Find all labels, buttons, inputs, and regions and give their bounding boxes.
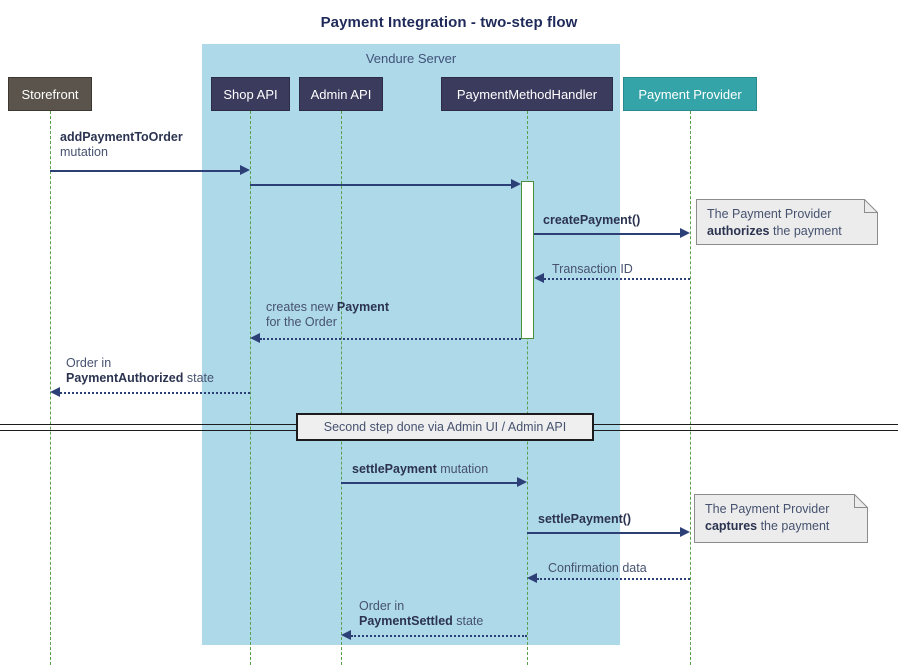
participant-payment-method-handler[interactable]: PaymentMethodHandler [441,77,613,111]
message-arrow-confirmation-data [537,578,690,580]
note-outline-icon [694,494,868,543]
arrow-head-confirmation-data [527,573,537,583]
message-label-create-payment: createPayment() [543,213,640,228]
divider-label-box: Second step done via Admin UI / Admin AP… [296,413,594,441]
message-label-text: Transaction ID [552,262,633,276]
message-label-order-payment-settled: Order in PaymentSettled state [359,599,483,629]
note-line1: The Payment Provider [705,502,830,516]
divider-label: Second step done via Admin UI / Admin AP… [323,420,567,434]
message-label-confirmation-data: Confirmation data [548,561,647,576]
message-label-creates-new-payment: creates new Payment for the Order [266,300,389,330]
message-label-line1: Order in [359,599,405,613]
message-label-bold: PaymentSettled [359,614,453,628]
participant-label-admin-api: Admin API [310,86,372,102]
arrow-head-transaction-id [534,273,544,283]
participant-label-storefront: Storefront [21,86,79,102]
message-arrow-add-payment-to-order [50,170,240,172]
lifeline-payment-method-handler [527,111,528,665]
message-arrow-shop-api-to-handler [250,184,511,186]
message-label-settle-payment-call: settlePayment() [538,512,631,527]
message-label-bold: settlePayment [352,462,437,476]
participant-payment-provider[interactable]: Payment Provider [623,77,757,111]
participant-storefront[interactable]: Storefront [8,77,92,111]
note-captures: The Payment Provider captures the paymen… [694,494,868,543]
lifeline-payment-provider [690,111,691,665]
message-label-post: mutation [436,462,489,476]
message-label-bold: addPaymentToOrder [60,130,183,144]
page-title: Payment Integration - two-step flow [320,14,578,31]
message-label-transaction-id: Transaction ID [552,262,633,277]
message-label-line2: for the Order [266,315,337,329]
note-outline-icon [696,199,878,245]
arrow-head-settle-payment-call [680,527,690,537]
note-post: the payment [769,224,842,238]
message-label-bold: settlePayment() [538,512,632,526]
message-label-order-payment-authorized: Order in PaymentAuthorized state [66,356,214,386]
message-label-line2: mutation [60,145,108,159]
arrow-head-order-payment-settled [341,630,351,640]
group-label-vendure-server: Vendure Server [365,51,457,66]
participant-shop-api[interactable]: Shop API [211,77,290,111]
message-label-post: state [452,614,484,628]
message-label-pre: creates new [266,300,337,314]
activation-bar-payment-method-handler [521,181,534,339]
message-arrow-create-payment [534,233,680,235]
arrow-head-order-payment-authorized [50,387,60,397]
message-label-add-payment-to-order: addPaymentToOrder mutation [60,130,183,160]
message-label-line1: Order in [66,356,112,370]
message-label-bold: createPayment() [543,213,641,227]
message-arrow-order-payment-settled [351,635,527,637]
arrow-head-create-payment [680,228,690,238]
message-label-post: state [183,371,214,385]
participant-label-payment-method-handler: PaymentMethodHandler [456,86,598,102]
arrow-head-creates-new-payment [250,333,260,343]
note-post: the payment [757,519,830,533]
arrow-head-settle-payment-mutation [517,477,527,487]
message-label-bold: Payment [336,300,389,314]
message-label-settle-payment-mutation: settlePayment mutation [352,462,488,477]
participant-label-payment-provider: Payment Provider [638,86,742,102]
message-label-text: Confirmation data [548,561,647,575]
participant-label-shop-api: Shop API [223,86,278,102]
note-bold: authorizes [707,224,770,238]
group-box-vendure-server [202,44,620,645]
lifeline-admin-api [341,111,342,665]
arrow-head-add-payment-to-order [240,165,250,175]
participant-admin-api[interactable]: Admin API [299,77,383,111]
message-arrow-settle-payment-call [527,532,680,534]
note-line1: The Payment Provider [707,207,832,221]
message-label-bold: PaymentAuthorized [66,371,184,385]
message-arrow-creates-new-payment [260,338,521,340]
note-authorizes: The Payment Provider authorizes the paym… [696,199,878,245]
message-arrow-transaction-id [544,278,690,280]
message-arrow-order-payment-authorized [60,392,250,394]
lifeline-shop-api [250,111,251,665]
note-bold: captures [705,519,758,533]
arrow-head-shop-api-to-handler [511,179,521,189]
message-arrow-settle-payment-mutation [341,482,517,484]
